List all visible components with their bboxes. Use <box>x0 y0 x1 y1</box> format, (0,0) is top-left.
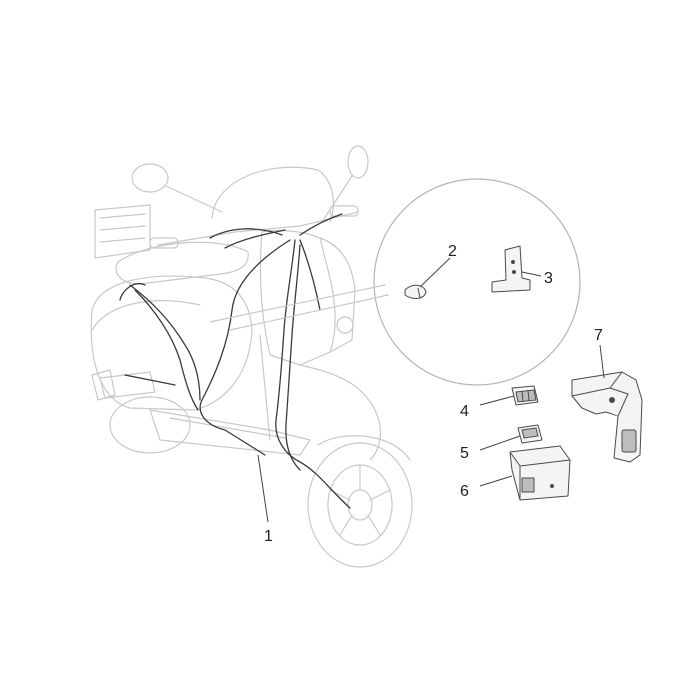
seat <box>115 241 249 285</box>
leader-4 <box>479 395 515 406</box>
wiring-harness <box>119 213 351 509</box>
detail-circle <box>373 178 581 386</box>
left-mirror <box>131 163 169 193</box>
right-mirror <box>347 145 369 179</box>
scooter-outline <box>90 145 413 568</box>
part-2-clip <box>404 284 427 299</box>
part-6-fusebox <box>509 445 571 501</box>
front-wheel <box>307 442 413 568</box>
leader-3 <box>521 271 542 277</box>
callout-3: 3 <box>544 270 553 287</box>
part-3-bracket <box>491 245 531 293</box>
windscreen <box>211 166 334 223</box>
callout-7: 7 <box>594 327 603 344</box>
part-4-connector <box>511 385 539 406</box>
part-5-fuse <box>517 424 543 444</box>
callout-2: 2 <box>448 243 457 260</box>
part-7-cover <box>571 371 643 463</box>
leader-2 <box>419 257 451 288</box>
leader-5 <box>479 435 521 451</box>
detail-pointer <box>209 284 389 331</box>
leader-lines <box>257 257 605 523</box>
leader-1 <box>257 454 269 523</box>
callout-5: 5 <box>460 445 469 462</box>
callout-4: 4 <box>460 403 469 420</box>
callout-1: 1 <box>264 528 273 545</box>
leader-7 <box>599 344 605 379</box>
callout-labels: 1 2 3 4 5 6 7 <box>264 243 603 545</box>
callout-6: 6 <box>460 483 469 500</box>
leader-6 <box>479 475 513 487</box>
